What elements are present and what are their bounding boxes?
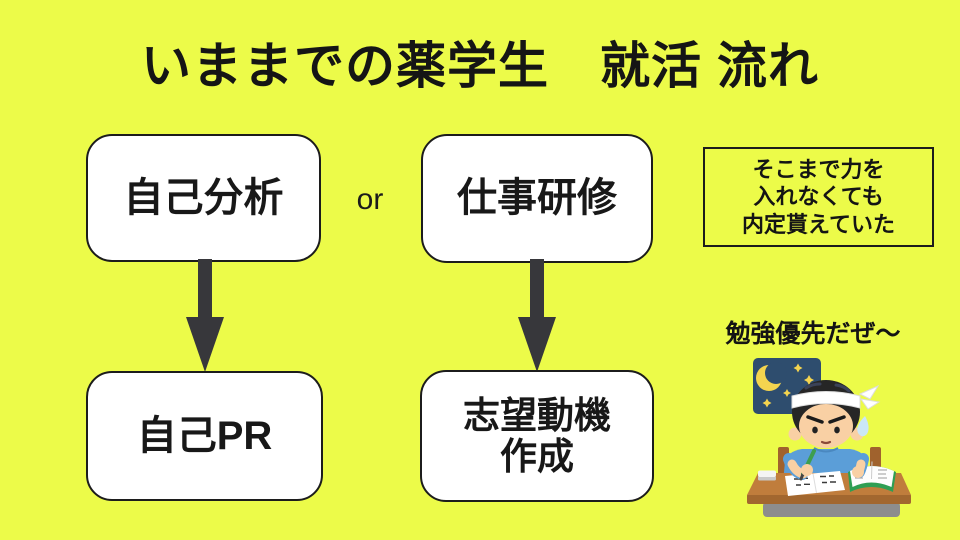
slide-title: いままでの薬学生 就活 流れ	[141, 38, 819, 94]
headband-icon	[791, 384, 881, 410]
boy-studying-illustration	[747, 358, 911, 517]
note-box: そこまで力を 入れなくても 内定貰えていた	[703, 147, 934, 247]
flow-node-motivation-writing: 志望動機 作成	[420, 370, 654, 502]
note-line: 入れなくても	[753, 184, 884, 210]
studying-boy	[783, 380, 881, 482]
or-label: or	[356, 183, 384, 216]
sweat-drop-icon	[857, 416, 869, 437]
arms-and-pencil	[783, 449, 869, 481]
flow-node-self-analysis: 自己分析	[86, 134, 321, 262]
down-arrow-right	[518, 259, 556, 372]
caption-study-first: 勉強優先だぜ～	[725, 320, 901, 348]
flow-node-label-line2: 作成	[500, 436, 574, 477]
flow-node-label-line1: 志望動機	[463, 394, 611, 436]
eraser-icon	[758, 470, 776, 481]
flow-node-label: 自己PR	[136, 413, 273, 458]
flow-node-self-pr: 自己PR	[86, 371, 323, 501]
note-line: そこまで力を	[752, 157, 885, 183]
flow-node-label: 自己分析	[123, 175, 284, 220]
note-line: 内定貰えていた	[742, 211, 895, 237]
flow-node-job-training: 仕事研修	[421, 134, 653, 263]
flow-node-label: 仕事研修	[457, 176, 617, 221]
down-arrow-left	[186, 259, 224, 372]
